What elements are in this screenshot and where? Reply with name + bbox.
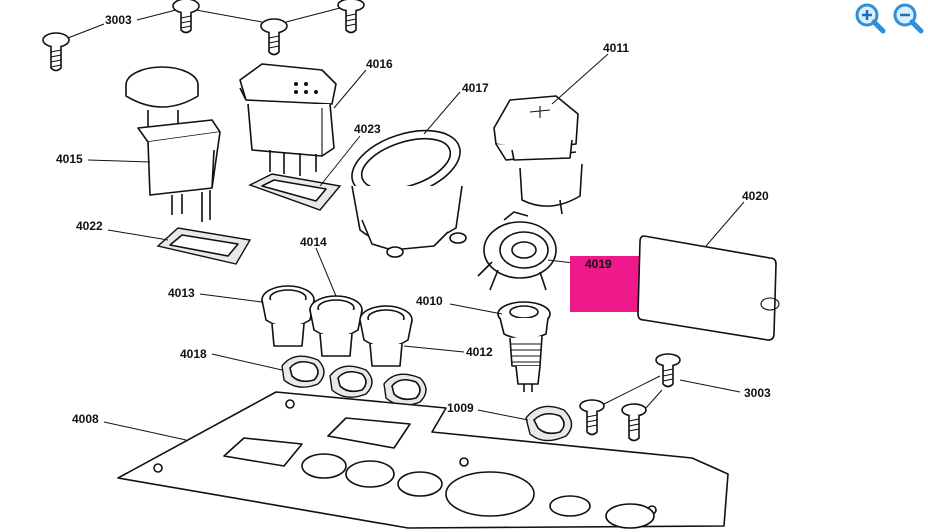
- callout-3003-top: 3003: [105, 13, 132, 27]
- callout-4023: 4023: [354, 122, 381, 136]
- part-4012-button: [359, 305, 413, 367]
- callout-4019: 4019: [585, 257, 612, 271]
- callout-4013: 4013: [168, 286, 195, 300]
- callout-4014: 4014: [300, 235, 327, 249]
- screw-bottom-2: [579, 399, 605, 436]
- part-4020-tag: [637, 235, 780, 341]
- highlight-marker: [570, 256, 640, 312]
- callout-4012: 4012: [466, 345, 493, 359]
- part-4019-keyswitch: [477, 211, 557, 291]
- callout-4020: 4020: [742, 189, 769, 203]
- part-4008-panel: [117, 391, 729, 529]
- screw-bottom-1: [655, 353, 681, 388]
- callout-3003-bottom: 3003: [744, 386, 771, 400]
- callout-1009: 1009: [447, 401, 474, 415]
- callout-4008: 4008: [72, 412, 99, 426]
- callout-4018: 4018: [180, 347, 207, 361]
- callout-4022: 4022: [76, 219, 103, 233]
- part-4013-button: [261, 285, 315, 347]
- zoom-in-button[interactable]: [854, 2, 886, 34]
- zoom-out-icon: [893, 3, 924, 34]
- callout-4010: 4010: [416, 294, 443, 308]
- callout-4015: 4015: [56, 152, 83, 166]
- screw-top-4: [337, 0, 365, 34]
- part-1009-gasket: [525, 405, 573, 442]
- callout-4016: 4016: [366, 57, 393, 71]
- part-4015-switch: [125, 66, 221, 222]
- callout-4011: 4011: [603, 41, 629, 55]
- part-4022-bezel: [156, 227, 252, 265]
- part-4010-socket: [497, 301, 551, 392]
- screw-top-2: [172, 0, 200, 34]
- callout-4017: 4017: [462, 81, 489, 95]
- part-4011-usb: [493, 95, 583, 215]
- screw-top-3: [260, 18, 288, 56]
- zoom-in-icon: [855, 3, 886, 34]
- part-4017-gauge: [351, 129, 467, 258]
- part-4014-button: [309, 295, 363, 357]
- screw-bottom-3: [621, 403, 647, 442]
- part-4016-rocker: [239, 63, 337, 176]
- zoom-out-button[interactable]: [892, 2, 924, 34]
- screw-top-left: [42, 32, 70, 72]
- part-4023-bezel: [248, 173, 342, 211]
